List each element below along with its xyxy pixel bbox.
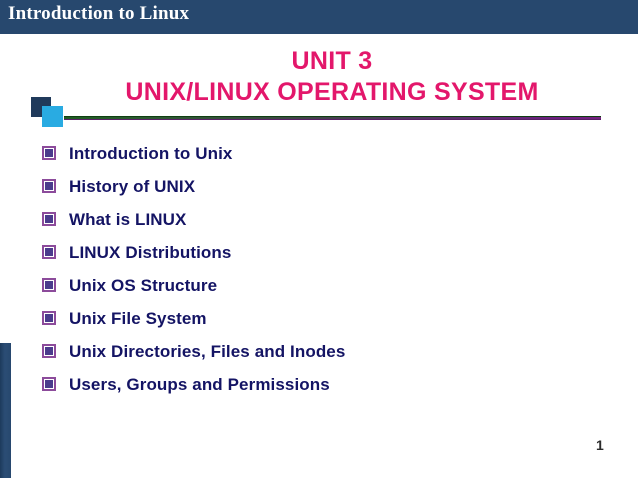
list-item: Users, Groups and Permissions [41,368,601,401]
slide-title-line-2: UNIX/LINUX OPERATING SYSTEM [125,78,539,106]
list-item-label: Unix Directories, Files and Inodes [69,341,346,361]
list-item-label: Unix OS Structure [69,275,218,295]
list-item: Introduction to Unix [41,137,601,170]
list-item-label: LINUX Distributions [69,242,232,262]
list-item-label: What is LINUX [69,209,187,229]
list-item-label: Users, Groups and Permissions [69,374,330,394]
page-number: 1 [596,437,604,453]
slide-title-block: UNIT 3 UNIX/LINUX OPERATING SYSTEM [62,46,602,108]
slide-header-bar: Introduction to Linux [0,0,638,34]
decorative-square-cyan-icon [42,106,63,127]
slide-header-title: Introduction to Linux [8,3,190,24]
square-bullet-icon [42,179,56,193]
square-bullet-icon [42,377,56,391]
square-bullet-icon [42,344,56,358]
list-item: Unix File System [41,302,601,335]
square-bullet-icon [42,212,56,226]
list-item: Unix OS Structure [41,269,601,302]
square-bullet-icon [42,245,56,259]
list-item: What is LINUX [41,203,601,236]
list-item-label: History of UNIX [69,176,196,196]
title-divider-rule [64,116,601,120]
list-item: History of UNIX [41,170,601,203]
list-item: Unix Directories, Files and Inodes [41,335,601,368]
list-item-label: Introduction to Unix [69,143,233,163]
square-bullet-icon [42,311,56,325]
left-accent-bar [0,343,11,478]
slide-title-line-1: UNIT 3 [291,47,373,75]
square-bullet-icon [42,278,56,292]
list-item-label: Unix File System [69,308,207,328]
square-bullet-icon [42,146,56,160]
agenda-list: Introduction to Unix History of UNIX Wha… [41,137,601,401]
list-item: LINUX Distributions [41,236,601,269]
